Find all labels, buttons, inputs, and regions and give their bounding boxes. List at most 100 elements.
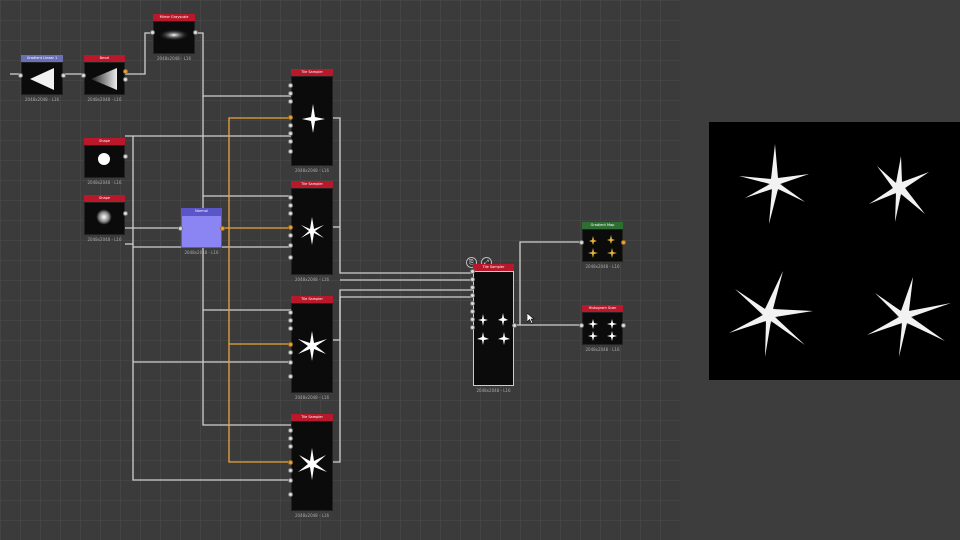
node-port[interactable] — [288, 203, 293, 208]
node-port[interactable] — [470, 325, 475, 330]
node-port[interactable] — [288, 91, 293, 96]
mouse-cursor-icon — [527, 313, 535, 324]
node-port[interactable] — [470, 293, 475, 298]
shape-node[interactable]: Shape 2048x2048 - L16 — [84, 138, 128, 185]
node-port[interactable] — [288, 123, 293, 128]
gradient-thumbnail — [30, 68, 54, 90]
shape-thumbnail — [98, 153, 110, 165]
node-title: Tile Sampler — [291, 181, 333, 188]
sampler-thumbnail — [292, 445, 332, 482]
node-port[interactable] — [470, 277, 475, 282]
output-port[interactable] — [123, 69, 128, 74]
output-port[interactable] — [193, 30, 198, 35]
node-title: Tile Sampler — [291, 69, 333, 76]
node-port[interactable] — [288, 350, 293, 355]
tile-sampler-main-node[interactable]: Tile Sampler 2048x2048 - L16 — [470, 264, 517, 393]
node-port[interactable] — [470, 301, 475, 306]
output-port[interactable] — [123, 211, 128, 216]
node-port[interactable] — [288, 436, 293, 441]
node-port[interactable] — [470, 317, 475, 322]
tile-sampler-node[interactable]: Tile Sampler 2048x2048 - L16 — [288, 69, 333, 173]
sampler-thumbnail — [474, 308, 513, 350]
node-port[interactable] — [621, 323, 626, 328]
input-port[interactable] — [150, 30, 155, 35]
node-options-icon[interactable]: ⎘ — [466, 257, 477, 268]
normal-node[interactable]: Normal 2048x2048 - L16 — [178, 208, 225, 255]
node-port[interactable] — [288, 326, 293, 331]
output-port[interactable] — [123, 77, 128, 82]
node-port[interactable] — [579, 240, 584, 245]
node-size-label: 2048x2048 - L16 — [294, 513, 330, 518]
node-port[interactable] — [288, 149, 293, 154]
tile-sampler-node[interactable]: Tile Sampler 2048x2048 - L16 — [288, 414, 333, 518]
node-size-label: 2048x2048 - L16 — [476, 388, 511, 393]
output-port[interactable] — [220, 226, 225, 231]
gradient-linear-node[interactable]: Gradient Linear 1 2048x2048 - L16 — [18, 55, 66, 102]
node-title: Normal — [181, 208, 222, 215]
node-port[interactable] — [288, 195, 293, 200]
node-graph-canvas[interactable]: Gradient Linear 1 2048x2048 - L16 Bevel … — [0, 0, 680, 540]
bevel-thumbnail — [91, 68, 117, 90]
node-port[interactable] — [288, 225, 293, 230]
output-port[interactable] — [123, 154, 128, 159]
node-port[interactable] — [579, 323, 584, 328]
histogram-scan-node[interactable]: Histogram Scan 2048x2048 - L16 — [579, 305, 626, 352]
shape-thumbnail — [96, 209, 112, 225]
node-port[interactable] — [288, 478, 293, 483]
input-port[interactable] — [81, 73, 86, 78]
sampler-thumbnail — [292, 212, 332, 249]
node-port[interactable] — [288, 115, 293, 120]
node-size-label: 2048x2048 - L16 — [87, 180, 122, 185]
input-port[interactable] — [18, 73, 23, 78]
node-size-label: 2048x2048 - L16 — [585, 264, 620, 269]
2d-view-panel — [680, 0, 960, 540]
node-port[interactable] — [288, 492, 293, 497]
node-port[interactable] — [288, 99, 293, 104]
node-port[interactable] — [288, 131, 293, 136]
shape-node[interactable]: Shape 2048x2048 - L16 — [84, 195, 128, 242]
mirror-grayscale-node[interactable]: Mirror Grayscale 2048x2048 - L16 — [150, 14, 198, 61]
node-port[interactable] — [288, 428, 293, 433]
bevel-node[interactable]: Bevel 2048x2048 - L16 — [81, 55, 128, 102]
node-size-label: 2048x2048 - L16 — [24, 97, 60, 102]
node-port[interactable] — [288, 468, 293, 473]
node-port[interactable] — [288, 211, 293, 216]
node-port[interactable] — [288, 444, 293, 449]
node-port[interactable] — [288, 255, 293, 260]
node-size-label: 2048x2048 - L16 — [87, 237, 122, 242]
node-port[interactable] — [470, 285, 475, 290]
node-port[interactable] — [288, 374, 293, 379]
sampler-thumbnail — [292, 100, 332, 137]
node-port[interactable] — [288, 139, 293, 144]
node-port[interactable] — [470, 269, 475, 274]
node-port[interactable] — [512, 323, 517, 328]
node-title: Shape — [84, 195, 125, 202]
node-port[interactable] — [288, 342, 293, 347]
node-port[interactable] — [288, 310, 293, 315]
node-size-label: 2048x2048 - L16 — [184, 250, 219, 255]
gradient-map-thumbnail — [588, 235, 617, 258]
node-port[interactable] — [621, 240, 626, 245]
node-port[interactable] — [288, 460, 293, 465]
node-title: Tile Sampler — [291, 414, 333, 421]
node-port[interactable] — [288, 360, 293, 365]
node-port[interactable] — [288, 83, 293, 88]
node-title: Tile Sampler — [291, 296, 333, 303]
node-title: Shape — [84, 138, 125, 145]
histogram-thumbnail — [588, 319, 617, 341]
node-port[interactable] — [470, 309, 475, 314]
node-title: Gradient Map — [582, 222, 623, 229]
input-port[interactable] — [178, 226, 183, 231]
tile-sampler-node[interactable]: Tile Sampler 2048x2048 - L16 — [288, 296, 333, 400]
node-port[interactable] — [288, 318, 293, 323]
gradient-map-node[interactable]: Gradient Map 2048x2048 - L16 — [579, 222, 626, 269]
2d-preview-viewport[interactable] — [709, 122, 960, 380]
node-port[interactable] — [288, 233, 293, 238]
output-port[interactable] — [61, 73, 66, 78]
node-title: Bevel — [84, 55, 125, 62]
node-title: Histogram Scan — [582, 305, 623, 312]
tile-sampler-node[interactable]: Tile Sampler 2048x2048 - L16 — [288, 181, 333, 282]
node-size-label: 2048x2048 - L16 — [87, 97, 122, 102]
node-port[interactable] — [288, 243, 293, 248]
node-size-label: 2048x2048 - L16 — [294, 277, 330, 282]
